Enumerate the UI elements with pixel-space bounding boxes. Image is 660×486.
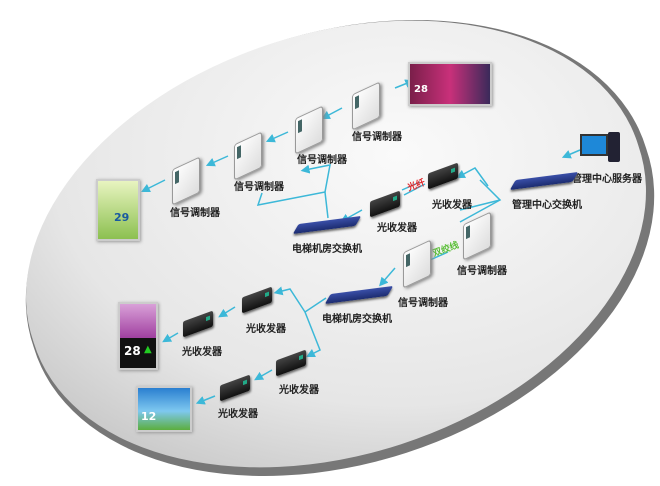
connector (379, 267, 396, 287)
connector (456, 167, 489, 187)
display-image (120, 304, 156, 338)
optical-transceiver-label: 光收发器 (246, 324, 286, 335)
signal-modulator-label: 信号调制器 (398, 298, 448, 309)
server-label: 管理中心服务器 (572, 174, 642, 185)
signal-modulator-label: 信号调制器 (297, 155, 347, 166)
signal-modulator-label: 信号调制器 (170, 208, 220, 219)
management-switch-label: 管理中心交换机 (512, 200, 582, 211)
optical-transceiver-label: 光收发器 (182, 347, 222, 358)
connector (273, 286, 327, 314)
connector (394, 79, 415, 89)
connector (304, 311, 321, 358)
left-display-screen: 29 (96, 179, 140, 241)
connector (205, 155, 229, 167)
signal-modulator-label: 信号调制器 (352, 132, 402, 143)
floor-number: 28 (414, 84, 428, 95)
connector (218, 306, 236, 318)
landscape-display-screen: 12 (136, 386, 192, 432)
top-display-screen: 28 (408, 62, 492, 106)
up-arrow-icon: ▲ (144, 344, 152, 355)
connector (140, 179, 166, 193)
optical-transceiver-label: 光收发器 (218, 409, 258, 420)
connector (162, 332, 179, 343)
connector (195, 395, 216, 405)
optical-transceiver-label: 光收发器 (432, 200, 472, 211)
connector (561, 149, 581, 159)
connector (429, 251, 449, 261)
connector (401, 181, 421, 191)
optical-transceiver-label: 光收发器 (377, 223, 417, 234)
elevator-room-switch-label: 电梯机房交换机 (322, 314, 392, 325)
server-tower-icon (608, 132, 620, 162)
elevator-room-switch-label: 电梯机房交换机 (292, 244, 362, 255)
floor-number: 12 (141, 410, 157, 423)
connector (403, 183, 426, 196)
connector (321, 107, 343, 120)
ellipse-platform (26, 20, 646, 468)
signal-modulator-label: 信号调制器 (234, 182, 284, 193)
connector (265, 131, 289, 143)
connector (459, 199, 501, 211)
signal-modulator-label: 信号调制器 (457, 266, 507, 277)
server-icon (580, 134, 608, 156)
connector (256, 191, 329, 219)
connector (254, 369, 273, 381)
connector (300, 164, 331, 193)
optical-transceiver-label: 光收发器 (279, 385, 319, 396)
portrait-display-screen: 28 ▲ (118, 302, 158, 370)
floor-number: 29 (114, 211, 130, 224)
floor-number: 28 (124, 344, 141, 358)
